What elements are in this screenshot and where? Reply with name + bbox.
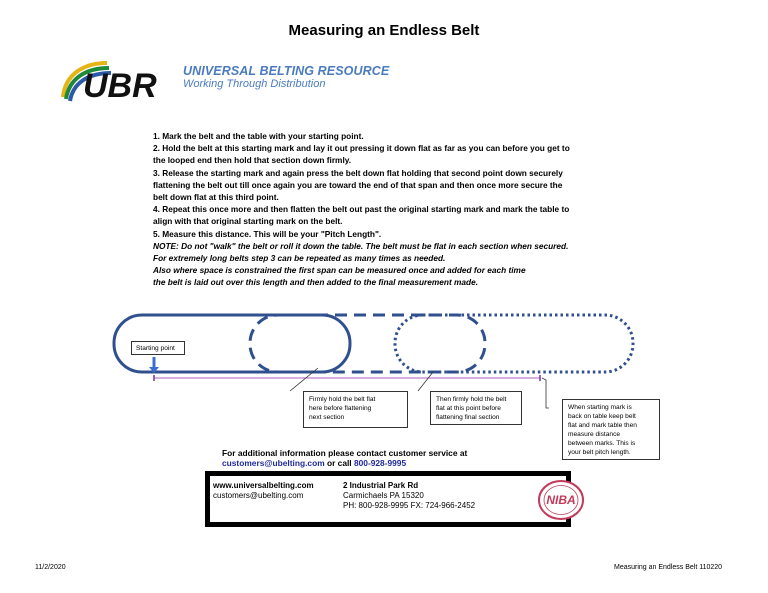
note-line: Also where space is constrained the firs…	[153, 265, 526, 276]
callout-line: flat and mark table then	[568, 422, 637, 429]
contact-or-call: or call	[324, 458, 354, 468]
callout-measure: When starting mark is back on table keep…	[562, 399, 660, 460]
website-link[interactable]: www.universalbelting.com	[213, 481, 314, 490]
callout-line: next section	[309, 414, 345, 421]
instruction-line: flattening the belt out till once again …	[153, 179, 563, 190]
niba-logo: NIBA	[538, 480, 584, 520]
belt-solid-loop	[112, 313, 352, 374]
callout-hold-first: Firmly hold the belt flat here before fl…	[303, 391, 408, 428]
leader-line-3	[541, 377, 549, 409]
note-line: For extremely long belts step 3 can be r…	[153, 253, 446, 264]
callout-line: measure distance	[568, 431, 621, 438]
footer-date: 11/2/2020	[35, 564, 66, 571]
brand-name: UNIVERSAL BELTING RESOURCE	[183, 64, 390, 78]
starting-point-label: Starting point	[131, 341, 185, 355]
street-address: 2 Industrial Park Rd	[343, 481, 419, 490]
belt-dashed-loop	[248, 313, 487, 374]
belt-dotted-loop	[393, 313, 635, 374]
belt-diagram	[112, 313, 635, 409]
ubr-logo: UBR	[61, 61, 157, 105]
contact-line: For additional information please contac…	[222, 448, 468, 458]
instruction-line: 2. Hold the belt at this starting mark a…	[153, 143, 570, 154]
callout-line: your belt pitch length.	[568, 449, 631, 456]
contact-info: For additional information please contac…	[222, 448, 467, 468]
footer-doc-id: Measuring an Endless Belt 110220	[614, 564, 723, 571]
callout-line: flattening final section	[436, 414, 500, 421]
leader-line-1	[289, 367, 319, 392]
instruction-line: 4. Repeat this once more and then flatte…	[153, 204, 570, 215]
instruction-line: align with that original starting mark o…	[153, 216, 343, 227]
city-address: Carmichaels PA 15320	[343, 491, 424, 500]
callout-hold-second: Then firmly hold the belt flat at this p…	[430, 391, 522, 425]
contact-phone[interactable]: 800-928-9995	[353, 458, 407, 468]
note-line: the belt is laid out over this length an…	[153, 277, 479, 288]
callout-line: between marks. This is	[568, 440, 636, 447]
contact-line-2: customers@ubelting.com or call 800-928-9…	[222, 458, 467, 468]
callout-line: Then firmly hold the belt	[436, 396, 507, 403]
callout-line: back on table keep belt	[568, 413, 636, 420]
callout-line: When starting mark is	[568, 404, 632, 411]
instruction-line: the looped end then hold that section do…	[153, 155, 352, 166]
contact-email-link[interactable]: customers@ubelting.com	[222, 458, 325, 468]
note-line: NOTE: Do not "walk" the belt or roll it …	[153, 240, 569, 251]
niba-text: NIBA	[546, 493, 575, 507]
start-arrowhead	[149, 367, 159, 373]
logo-mark: UBR	[83, 67, 157, 105]
callout-line: Firmly hold the belt flat	[309, 396, 376, 403]
leader-line-2	[417, 371, 434, 392]
callout-line: here before flattening	[309, 405, 372, 412]
page-title: Measuring an Endless Belt	[288, 22, 480, 39]
instruction-line: 1. Mark the belt and the table with your…	[153, 131, 364, 141]
phone-fax: PH: 800-928-9995 FX: 724-966-2452	[343, 501, 476, 510]
instructions: 1. Mark the belt and the table with your…	[153, 130, 613, 289]
instruction-line: belt down flat at this third point.	[153, 192, 279, 203]
instruction-line: 3. Release the starting mark and again p…	[153, 167, 563, 178]
instruction-line: 5. Measure this distance. This will be y…	[153, 228, 382, 239]
brand-tagline: Working Through Distribution	[183, 78, 326, 90]
callout-line: flat at this point before	[436, 405, 501, 412]
footer-email[interactable]: customers@ubelting.com	[213, 491, 304, 500]
